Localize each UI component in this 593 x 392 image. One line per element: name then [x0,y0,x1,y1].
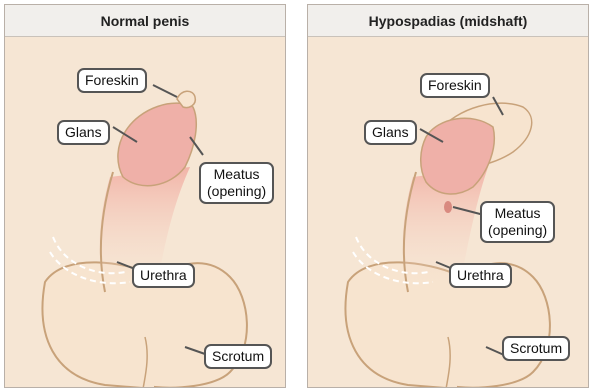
label-meatus: Meatus (opening) [199,162,274,204]
glans-shape [421,118,495,194]
label-meatus-line2: (opening) [207,183,266,200]
label-foreskin: Foreskin [420,73,490,98]
label-foreskin: Foreskin [77,68,147,93]
label-glans: Glans [57,120,110,145]
label-meatus-line2: (opening) [488,222,547,239]
label-glans: Glans [364,120,417,145]
label-meatus-line1: Meatus [207,166,266,183]
hypospadias-panel: Hypospadias (midshaft) Foreskin Glans [307,4,589,388]
normal-penis-panel: Normal penis Foreskin Glans Meatus (open… [4,4,286,388]
label-urethra: Urethra [132,263,195,288]
label-meatus: Meatus (opening) [480,201,555,243]
panel-title-normal: Normal penis [5,5,285,37]
meatus-opening [444,201,452,213]
label-meatus-line1: Meatus [488,205,547,222]
panel-title-hypospadias: Hypospadias (midshaft) [308,5,588,37]
label-scrotum: Scrotum [502,336,570,361]
label-urethra: Urethra [449,263,512,288]
label-scrotum: Scrotum [204,344,272,369]
